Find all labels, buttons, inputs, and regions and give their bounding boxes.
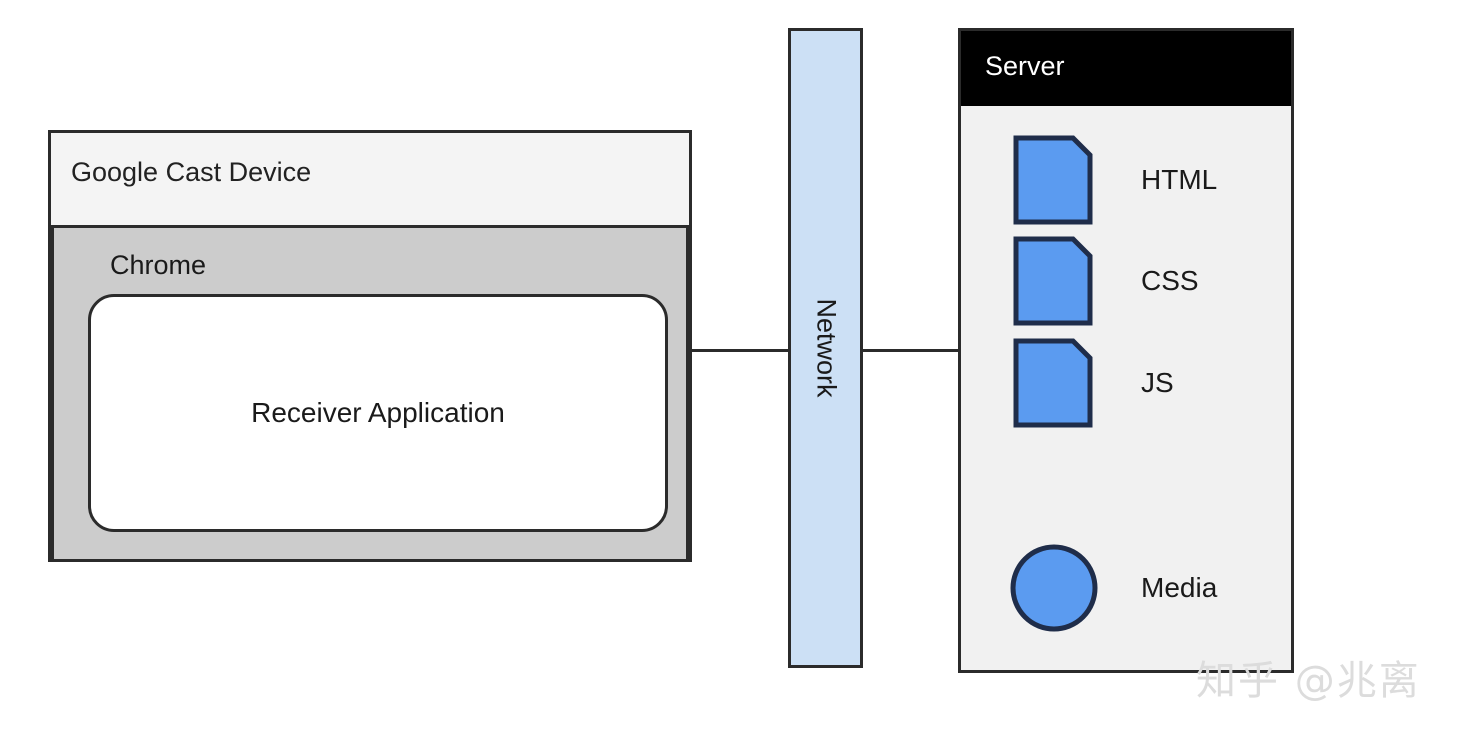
receiver-application-label: Receiver Application — [251, 397, 505, 428]
chrome-box: Chrome Receiver Application — [51, 225, 689, 562]
receiver-application-box: Receiver Application — [88, 294, 668, 532]
server-title: Server — [985, 51, 1065, 81]
server-asset-row: JS — [961, 338, 1291, 428]
google-cast-device-title: Google Cast Device — [71, 157, 312, 187]
circle-icon — [1009, 543, 1099, 633]
server-asset-label: HTML — [1141, 164, 1218, 195]
server-asset-row: Media — [961, 543, 1291, 633]
network-label: Network — [811, 298, 841, 398]
chrome-title: Chrome — [110, 250, 207, 280]
server-asset-label: JS — [1141, 367, 1174, 398]
file-icon — [1013, 135, 1093, 225]
connector-line-network-to-server — [862, 349, 960, 352]
file-icon — [1013, 236, 1093, 326]
connector-line-device-to-network — [692, 349, 789, 352]
server-body: HTML CSS JS — [961, 106, 1291, 670]
server-header-band: Server — [961, 31, 1291, 106]
server-asset-label: CSS — [1141, 265, 1199, 296]
server-asset-row: CSS — [961, 236, 1291, 326]
file-icon — [1013, 338, 1093, 428]
network-bar: Network — [788, 28, 863, 668]
watermark-text: 知乎 @兆离 — [1196, 658, 1421, 704]
server-panel: Server HTML CSS — [958, 28, 1294, 673]
server-asset-label: Media — [1141, 572, 1218, 603]
google-cast-device-box: Google Cast Device Chrome Receiver Appli… — [48, 130, 692, 562]
server-asset-row: HTML — [961, 135, 1291, 225]
